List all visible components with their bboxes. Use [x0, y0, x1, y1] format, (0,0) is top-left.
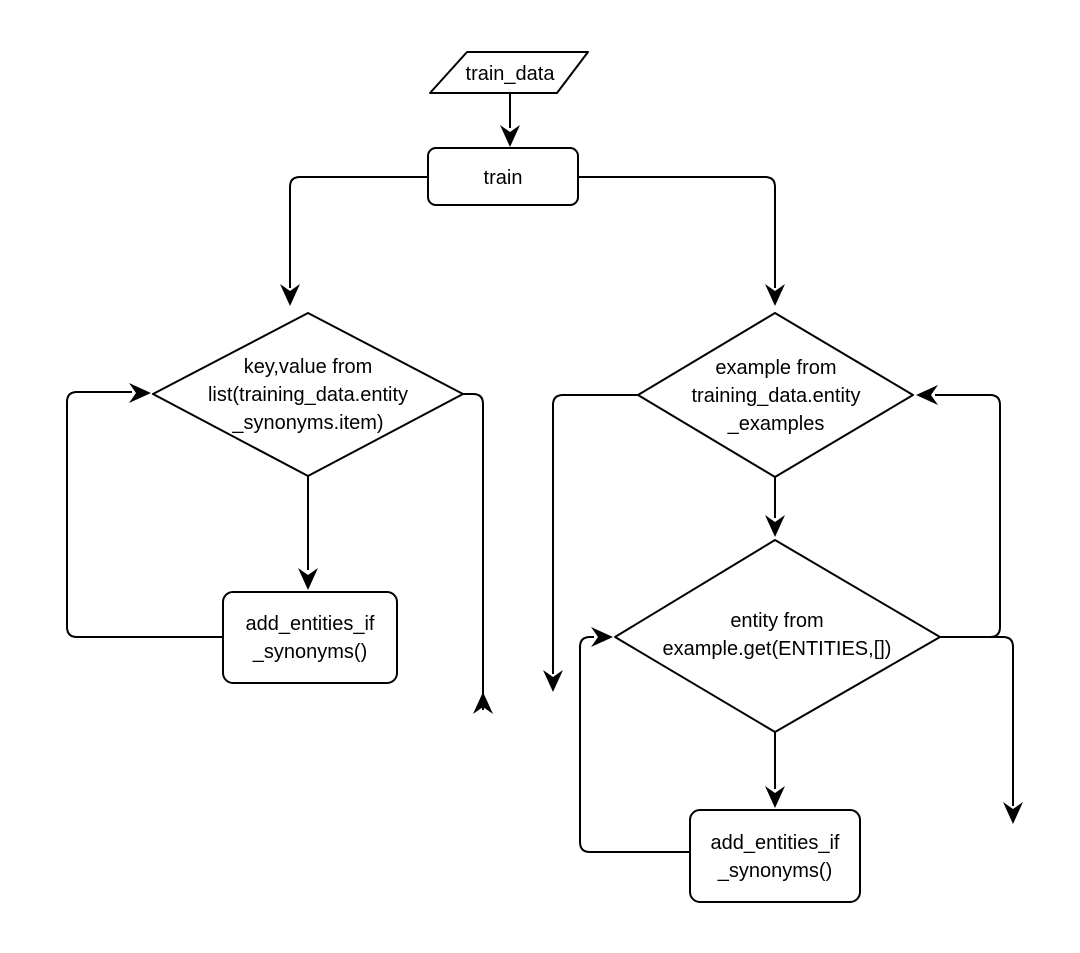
rect-shape	[689, 809, 861, 903]
diamond-shape	[152, 312, 464, 477]
edge-loop-entities-to-add-entities	[765, 732, 785, 808]
node-label-line: add_entities_if	[711, 832, 840, 854]
node-label-line: _examples	[727, 413, 825, 435]
edge-line	[935, 394, 1001, 638]
node-add-entities-left: add_entities_if _synonyms()	[222, 591, 398, 684]
edge-train-data-to-train	[500, 93, 520, 147]
node-label-line: _synonyms()	[252, 641, 367, 663]
edge-loop-entities-loopback-to-examples	[916, 385, 1001, 638]
edge-loop-synonyms-exit	[463, 393, 493, 714]
arrowhead-down-icon	[765, 284, 785, 306]
edge-add-entities-loopback-left	[66, 383, 223, 638]
arrowhead-right-icon	[591, 627, 613, 647]
arrowhead-down-icon	[500, 125, 520, 147]
edge-line	[463, 393, 484, 710]
arrowhead-right-icon	[129, 383, 151, 403]
node-label-line: key,value from	[244, 356, 373, 378]
parallelogram-shape	[429, 51, 589, 94]
node-label-line: add_entities_if	[246, 613, 375, 635]
arrowhead-down-icon	[298, 568, 318, 590]
edge-line	[579, 636, 690, 853]
node-label-line: entity from	[730, 610, 823, 632]
edge-line	[552, 394, 638, 674]
arrowhead-left-icon	[916, 385, 938, 405]
arrowhead-down-icon	[765, 786, 785, 808]
arrowhead-down-icon	[765, 515, 785, 537]
arrowhead-down-icon	[543, 670, 563, 692]
edge-line	[940, 636, 1014, 806]
edge-train-to-loop-examples	[578, 176, 785, 306]
node-label-line: example from	[715, 357, 836, 379]
edge-loop-examples-exit	[543, 394, 638, 692]
node-label: train	[484, 167, 523, 189]
edge-line	[578, 176, 776, 288]
arrowhead-down-icon	[280, 284, 300, 306]
node-loop-synonyms: key,value from list(training_data.entity…	[152, 312, 464, 477]
node-label-line: example.get(ENTITIES,[])	[663, 638, 892, 660]
node-train: train	[427, 147, 579, 206]
edge-line	[66, 391, 223, 638]
node-loop-examples: example from training_data.entity _examp…	[637, 312, 914, 478]
node-loop-entities: entity from example.get(ENTITIES,[])	[614, 539, 941, 733]
edge-add-entities-loopback-right	[579, 627, 690, 853]
node-label-line: list(training_data.entity	[208, 384, 408, 406]
diamond-shape	[637, 312, 914, 478]
node-label: train_data	[466, 63, 556, 85]
node-label-line: training_data.entity	[691, 385, 860, 407]
arrowhead-down-icon	[1003, 802, 1023, 824]
node-label-line: _synonyms()	[717, 860, 832, 882]
edge-loop-examples-to-loop-entities	[765, 477, 785, 537]
diamond-shape	[614, 539, 941, 733]
rect-shape	[222, 591, 398, 684]
node-label-line: _synonyms.item)	[231, 412, 383, 434]
node-train-data: train_data	[429, 51, 589, 94]
edge-line	[289, 176, 428, 288]
rect-shape	[427, 147, 579, 206]
arrowhead-up-icon	[473, 692, 493, 714]
edge-loop-synonyms-to-add-entities	[298, 476, 318, 590]
edge-loop-entities-exit	[940, 636, 1023, 824]
node-add-entities-right: add_entities_if _synonyms()	[689, 809, 861, 903]
edge-train-to-loop-synonyms	[280, 176, 428, 306]
